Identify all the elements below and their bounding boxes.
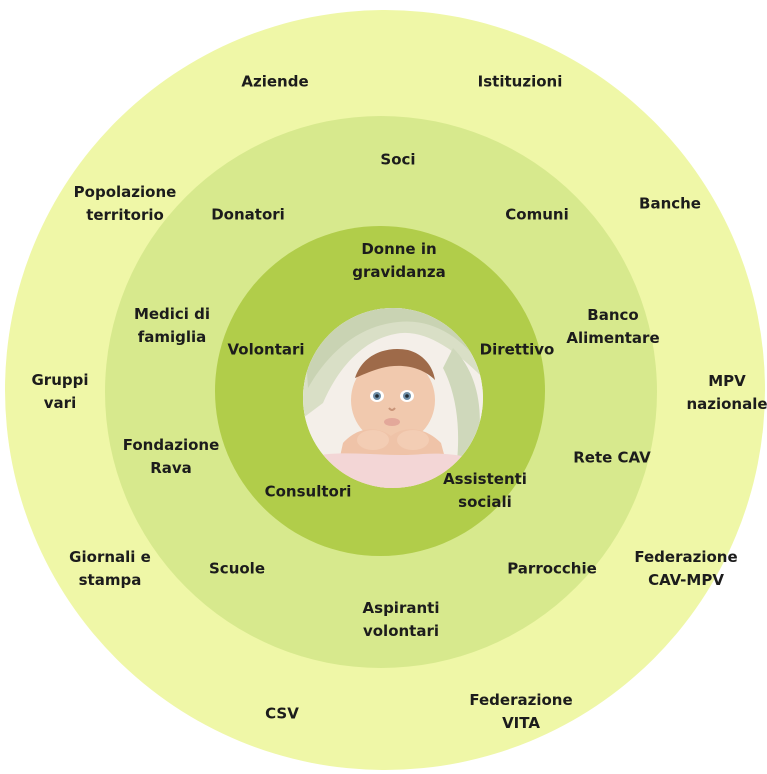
label-istituzioni: Istituzioni: [477, 72, 563, 91]
center-baby-photo: [303, 308, 483, 488]
label-consultori: Consultori: [264, 482, 352, 501]
label-giornali-e-stampa: Giornali e stampa: [69, 548, 151, 589]
label-volontari: Volontari: [227, 340, 305, 359]
label-mpv-nazionale: MPV nazionale: [686, 372, 767, 413]
label-comuni: Comuni: [505, 205, 569, 224]
label-federazione-cav-mpv: Federazione CAV-MPV: [634, 548, 738, 589]
label-scuole: Scuole: [209, 559, 265, 578]
label-medici-di-famiglia: Medici di famiglia: [133, 305, 211, 346]
label-popolazione-territorio: Popolazione territorio: [73, 183, 177, 224]
label-assistenti-sociali: Assistenti sociali: [443, 470, 527, 511]
label-donne-in-gravidanza: Donne in gravidanza: [352, 240, 446, 281]
label-csv: CSV: [265, 704, 299, 723]
baby-photo-illustration: [303, 308, 483, 488]
label-soci: Soci: [380, 150, 416, 169]
label-direttivo: Direttivo: [479, 340, 555, 359]
label-aziende: Aziende: [241, 72, 309, 91]
label-aspiranti-volontari: Aspiranti volontari: [362, 599, 440, 640]
label-parrocchie: Parrocchie: [507, 559, 597, 578]
label-fondazione-rava: Fondazione Rava: [122, 436, 220, 477]
label-banche: Banche: [639, 194, 701, 213]
label-banco-alimentare: Banco Alimentare: [566, 306, 660, 347]
label-gruppi-vari: Gruppi vari: [31, 371, 89, 412]
label-rete-cav: Rete CAV: [573, 448, 651, 467]
label-federazione-vita: Federazione VITA: [469, 691, 573, 732]
label-donatori: Donatori: [211, 205, 285, 224]
